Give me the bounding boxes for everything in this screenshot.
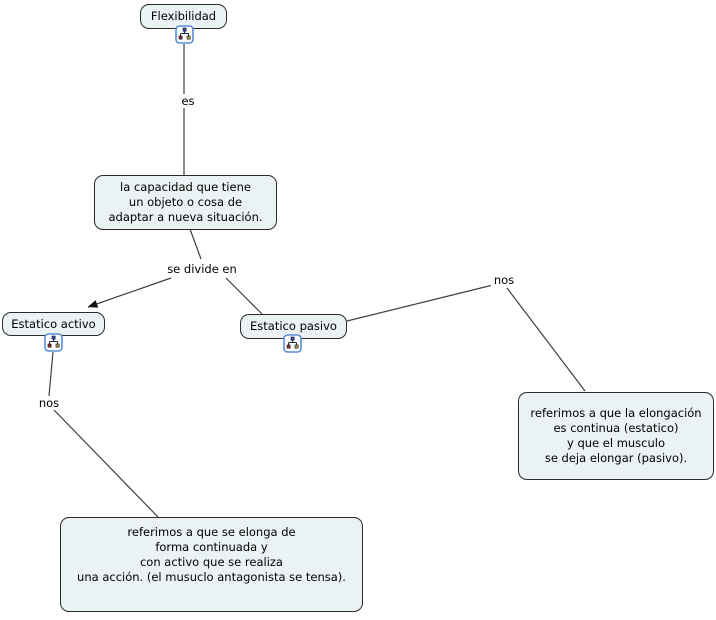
linking-phrase-nos-derecha[interactable]: nos [490, 273, 518, 287]
concept-label: referimos a que la elongación es continu… [530, 406, 702, 465]
concept-node-estatico-activo[interactable]: Estatico activo [2, 312, 105, 336]
linking-phrase-se-divide-en[interactable]: se divide en [164, 262, 240, 276]
concept-label: Estatico pasivo [250, 319, 337, 333]
resource-group-icon[interactable] [283, 334, 302, 353]
linking-phrase-es[interactable]: es [178, 94, 198, 108]
concept-label: Estatico activo [11, 316, 96, 331]
concept-node-definicion[interactable]: la capacidad que tiene un objeto o cosa … [94, 175, 277, 230]
connector-activo-nos [48, 351, 54, 397]
concept-node-activo-detalle[interactable]: referimos a que se elonga de forma conti… [60, 517, 363, 612]
connector-nos-activo-detalle [53, 409, 159, 518]
concept-node-pasivo-detalle[interactable]: referimos a que la elongación es continu… [518, 392, 714, 480]
concept-label: Flexibilidad [150, 9, 217, 23]
concept-label: referimos a que se elonga de forma conti… [77, 525, 346, 584]
resource-group-icon[interactable] [175, 25, 194, 44]
resource-group-icon[interactable] [44, 333, 63, 352]
connector-pasivo-nos [346, 283, 498, 322]
concept-node-flexibilidad[interactable]: Flexibilidad [140, 4, 227, 29]
connector-definicion-divide [189, 228, 202, 260]
linking-phrase-nos-izquierda[interactable]: nos [35, 396, 63, 410]
concept-label: la capacidad que tiene un objeto o cosa … [108, 180, 263, 224]
connector-divide-activo [87, 277, 172, 308]
connector-divide-pasivo [225, 277, 263, 315]
connector-nos-pasivo-detalle [506, 287, 586, 392]
